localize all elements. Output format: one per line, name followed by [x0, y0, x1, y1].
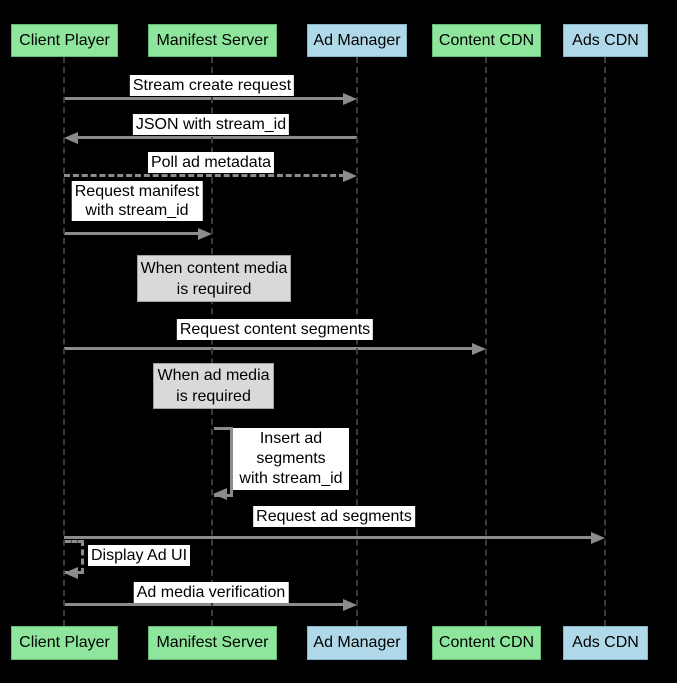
arrow-request-ad-segments — [64, 536, 593, 539]
participant-content-cdn-top: Content CDN — [432, 24, 541, 57]
lifeline-ad-manager — [356, 57, 358, 626]
arrowhead-left-icon — [64, 567, 78, 579]
arrowhead-left-icon — [64, 132, 78, 144]
label-request-manifest: Request manifest with stream_id — [71, 181, 203, 221]
label-request-ad-segments: Request ad segments — [253, 506, 415, 527]
arrow-json-with-stream-id — [74, 136, 357, 139]
participant-client-player-top: Client Player — [11, 24, 118, 57]
label-json-with-stream-id: JSON with stream_id — [132, 114, 290, 135]
lifeline-content-cdn — [485, 57, 487, 626]
label-poll-ad-metadata: Poll ad metadata — [147, 152, 275, 173]
lifeline-client-player — [63, 57, 65, 626]
participant-ad-manager-bottom: Ad Manager — [307, 626, 407, 660]
arrowhead-right-icon — [591, 532, 605, 544]
note-ad-media-required: When ad media is required — [153, 363, 274, 409]
arrowhead-right-icon — [472, 343, 486, 355]
lifeline-manifest-server — [211, 57, 213, 626]
label-insert-ad-segments: Insert ad segments with stream_id — [233, 428, 349, 490]
label-stream-create-request: Stream create request — [129, 75, 295, 96]
participant-manifest-server-bottom: Manifest Server — [148, 626, 277, 660]
self-loop-insert-ad-segments — [214, 427, 233, 497]
arrow-stream-create-request — [64, 97, 345, 100]
arrow-request-manifest — [64, 232, 200, 235]
participant-ads-cdn-bottom: Ads CDN — [563, 626, 648, 660]
arrowhead-right-icon — [343, 599, 357, 611]
arrowhead-right-icon — [343, 170, 357, 182]
participant-client-player-bottom: Client Player — [11, 626, 118, 660]
arrowhead-left-icon — [213, 488, 227, 500]
arrow-poll-ad-metadata — [64, 174, 345, 177]
lifeline-ads-cdn — [604, 57, 606, 626]
arrowhead-right-icon — [198, 228, 212, 240]
note-content-media-required: When content media is required — [137, 255, 291, 302]
arrowhead-right-icon — [343, 93, 357, 105]
label-request-content-segments: Request content segments — [176, 319, 374, 340]
participant-content-cdn-bottom: Content CDN — [432, 626, 541, 660]
arrow-ad-media-verification — [64, 603, 345, 606]
label-display-ad-ui: Display Ad UI — [88, 545, 191, 566]
participant-ad-manager-top: Ad Manager — [307, 24, 407, 57]
arrow-request-content-segments — [64, 347, 474, 350]
participant-manifest-server-top: Manifest Server — [148, 24, 277, 57]
participant-ads-cdn-top: Ads CDN — [563, 24, 648, 57]
label-ad-media-verification: Ad media verification — [133, 582, 289, 603]
